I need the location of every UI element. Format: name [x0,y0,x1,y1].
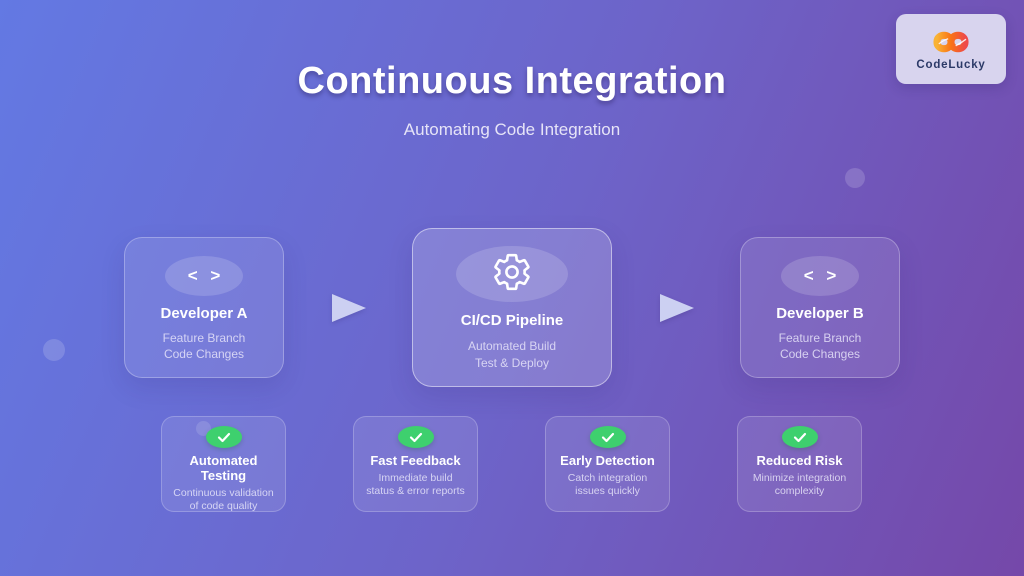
check-icon [397,426,434,448]
benefit-description: Continuous validation of code quality [162,487,285,513]
node-desc-line: Feature Branch [778,331,862,345]
node-description: Feature Branch Code Changes [741,330,899,362]
node-title: Developer B [776,305,864,322]
node-desc-line: Code Changes [779,347,861,361]
gear-icon [491,251,533,298]
benefit-card-reduced-risk: Reduced Risk Minimize integration comple… [737,416,862,512]
benefit-desc-line: complexity [774,485,825,497]
check-icon [589,426,626,448]
icon-pill: < > [165,256,243,296]
icon-pill [456,246,568,302]
decorative-dot [845,168,865,188]
benefit-description: Catch integration issues quickly [546,472,669,498]
node-desc-line: Test & Deploy [474,356,550,370]
benefit-desc-line: Immediate build [378,472,453,484]
benefit-title: Reduced Risk [756,453,843,468]
page-subtitle: Automating Code Integration [403,120,621,139]
benefit-card-early-detection: Early Detection Catch integration issues… [545,416,670,512]
node-desc-line: Feature Branch [162,331,246,345]
flow-node-developer-b: < > Developer B Feature Branch Code Chan… [740,237,900,378]
benefit-title: Early Detection [560,453,655,468]
node-description: Feature Branch Code Changes [125,330,283,362]
infinity-icon [922,27,980,57]
node-desc-line: Automated Build [467,339,557,353]
check-icon [781,426,818,448]
code-icon: < > [187,266,225,285]
logo-wordmark: CodeLucky [916,59,986,71]
benefit-desc-line: Minimize integration [752,472,847,484]
benefit-desc-line: issues quickly [575,485,640,497]
icon-pill: < > [781,256,859,296]
code-icon: < > [803,266,841,285]
node-desc-line: Code Changes [163,347,245,361]
check-icon [205,426,242,448]
node-title: CI/CD Pipeline [460,312,564,329]
flow-node-cicd-pipeline: CI/CD Pipeline Automated Build Test & De… [412,228,612,387]
benefit-desc-line: status & error reports [366,485,465,497]
logo-card: CodeLucky [896,14,1006,84]
benefit-description: Minimize integration complexity [738,472,861,498]
decorative-dot [43,339,65,361]
benefit-desc-line: Continuous validation [173,487,274,499]
right-arrow-icon [660,294,694,322]
benefit-title: Automated Testing [189,453,258,483]
node-description: Automated Build Test & Deploy [413,338,611,372]
page-title: Continuous Integration [297,60,727,102]
benefit-desc-line: Catch integration [567,472,648,484]
right-arrow-icon [332,294,366,322]
node-title: Developer A [160,305,248,322]
benefit-description: Immediate build status & error reports [354,472,477,498]
benefit-desc-line: of code quality [189,500,258,512]
flow-node-developer-a: < > Developer A Feature Branch Code Chan… [124,237,284,378]
benefit-title: Fast Feedback [370,453,461,468]
benefit-card-fast-feedback: Fast Feedback Immediate build status & e… [353,416,478,512]
benefit-card-automated-testing: Automated Testing Continuous validation … [161,416,286,512]
